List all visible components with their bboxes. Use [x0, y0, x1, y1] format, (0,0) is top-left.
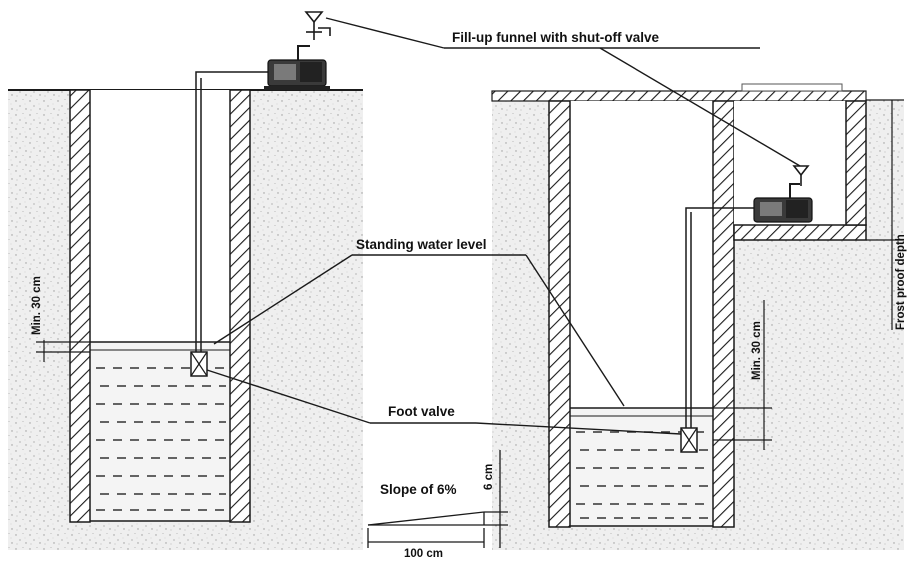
- foot-valve-label: Foot valve: [388, 404, 455, 419]
- slope-rise-label: 6 cm: [483, 464, 495, 490]
- left-water-body: [90, 342, 230, 522]
- right-well: Min. 30 cm Frost proof depth: [491, 83, 907, 550]
- right-suction-pipe: [685, 207, 756, 428]
- left-pump: [264, 45, 330, 90]
- right-pump: [753, 183, 813, 223]
- left-well: Min. 30 cm: [8, 11, 363, 550]
- left-fill-funnel-icon: [304, 11, 331, 40]
- right-well-wall-right: [712, 100, 735, 528]
- callout-lines: [206, 17, 801, 435]
- left-well-wall-right: [229, 89, 251, 523]
- frost-depth-label: Frost proof depth: [895, 234, 907, 330]
- right-min-depth-label: Min. 30 cm: [751, 321, 763, 380]
- right-fill-funnel-icon: [792, 165, 810, 186]
- slope-detail: [367, 450, 508, 548]
- frost-depth-dimension: [866, 99, 904, 330]
- right-slab-top: [491, 90, 867, 102]
- slope-run-label: 100 cm: [404, 548, 443, 560]
- left-well-wall-left: [69, 89, 91, 523]
- pump-chamber-wall: [845, 100, 867, 226]
- funnel-label: Fill-up funnel with shut-off valve: [452, 30, 659, 45]
- right-hatch-lid: [741, 83, 843, 92]
- standing-water-label: Standing water level: [356, 237, 487, 252]
- left-foot-valve: [190, 351, 208, 377]
- left-min-depth-dimension: [36, 340, 90, 362]
- right-min-depth-dimension: [713, 300, 772, 450]
- right-well-wall-left: [548, 100, 571, 528]
- left-suction-pipe: [195, 71, 270, 352]
- pump-chamber-floor: [733, 224, 867, 241]
- slope-label: Slope of 6%: [380, 482, 457, 497]
- right-foot-valve: [680, 427, 698, 453]
- left-min-depth-label: Min. 30 cm: [31, 276, 43, 335]
- left-water-dashes: [96, 367, 226, 511]
